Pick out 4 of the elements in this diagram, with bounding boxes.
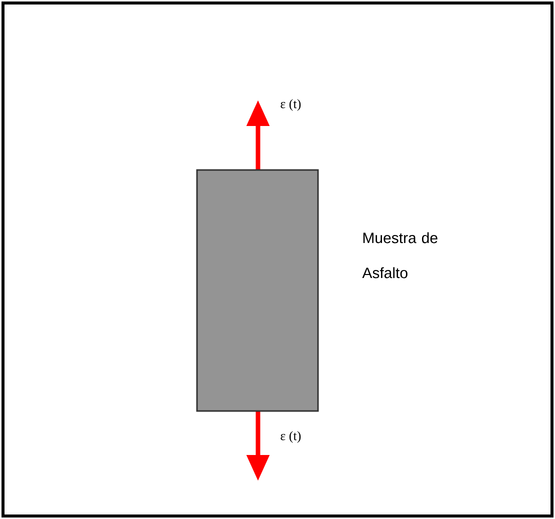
- specimen-label: Muestra de Asfalto: [362, 232, 438, 278]
- strain-label: ε (t): [280, 431, 301, 443]
- strain-label: ε (t): [280, 99, 301, 111]
- specimen-box: [196, 169, 319, 412]
